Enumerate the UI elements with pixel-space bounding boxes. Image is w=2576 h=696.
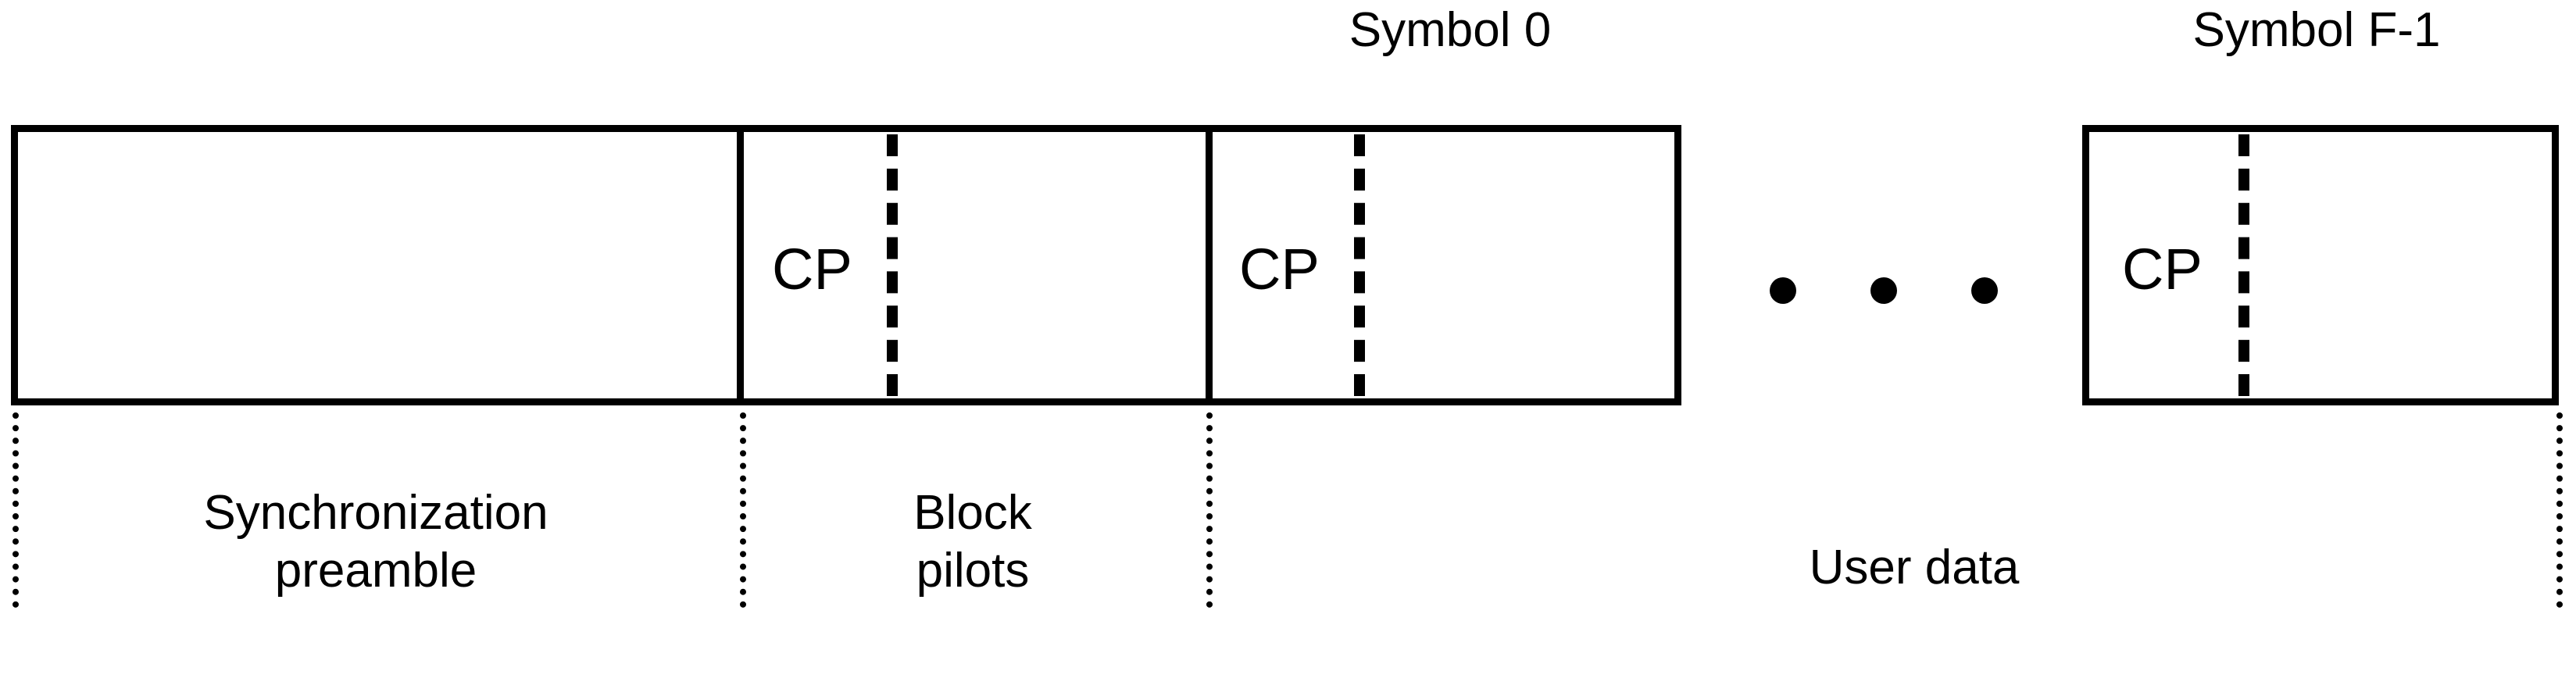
- bottom-label-line-1: Synchronization: [203, 486, 548, 540]
- cp-boundary-dashed-line-symbol-f-minus-1: [2238, 134, 2249, 396]
- block-pilots-symbol: [737, 125, 1213, 405]
- synchronization-preamble-block: [11, 125, 744, 405]
- cp-label-symbol-0: CP: [1239, 237, 1320, 302]
- symbol-0-block: [1206, 125, 1681, 405]
- top-label-symbol-f-minus-1: Symbol F-1: [2192, 3, 2441, 57]
- bottom-label-line-2: preamble: [274, 544, 477, 598]
- symbol-f-minus-1-block: [2082, 125, 2559, 405]
- bottom-label-user-data: User data: [1602, 539, 2227, 597]
- bottom-label-line-1: User data: [1809, 541, 2020, 594]
- bottom-label-block-pilots: Block pilots: [738, 484, 1207, 600]
- ellipsis-dot-1: [1770, 277, 1796, 304]
- guide-line-frame-start: [13, 412, 19, 608]
- guide-line-frame-end: [2556, 412, 2563, 608]
- ellipsis-dot-3: [1971, 277, 1998, 304]
- bottom-label-line-1: Block: [913, 486, 1032, 540]
- cp-label-block-pilots: CP: [772, 237, 852, 302]
- ellipsis-dot-2: [1870, 277, 1897, 304]
- cp-boundary-dashed-line-symbol-0: [1354, 134, 1365, 396]
- cp-boundary-dashed-line-block-pilots: [887, 134, 898, 396]
- guide-line-preamble-end: [740, 412, 746, 608]
- guide-line-block-pilots-end: [1206, 412, 1213, 608]
- top-label-symbol-0: Symbol 0: [1349, 3, 1552, 57]
- cp-label-symbol-f-minus-1: CP: [2122, 237, 2203, 302]
- bottom-label-synchronization-preamble: Synchronization preamble: [63, 484, 688, 600]
- bottom-label-line-2: pilots: [916, 544, 1030, 598]
